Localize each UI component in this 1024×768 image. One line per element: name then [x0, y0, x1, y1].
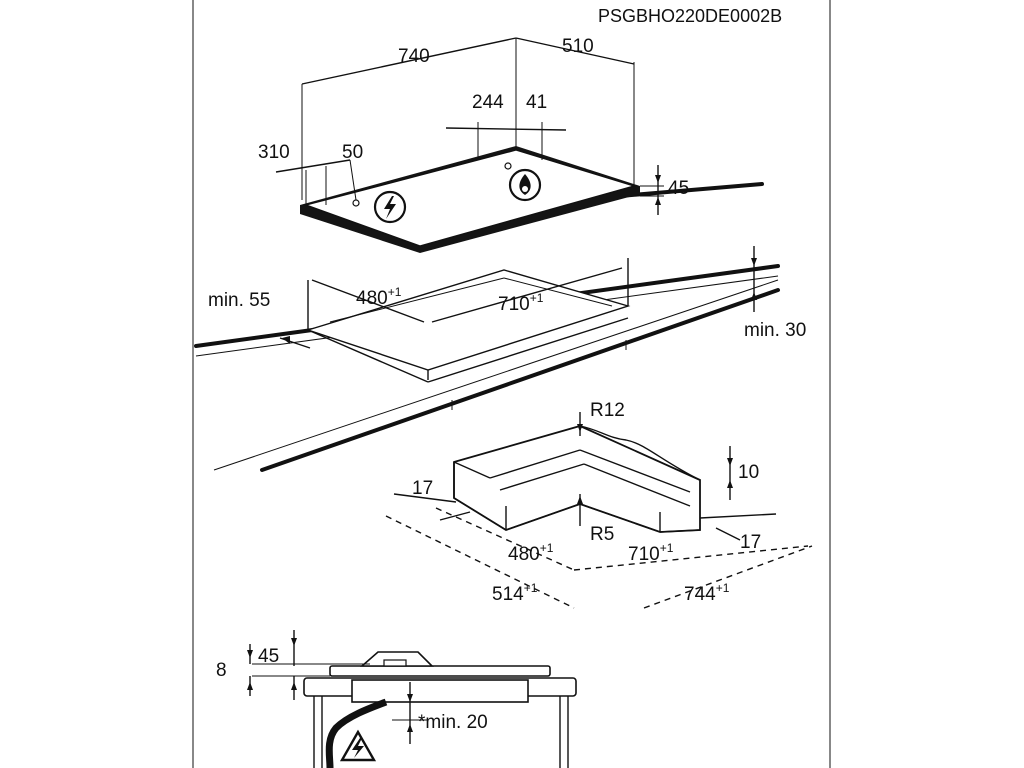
countertop-line-top [618, 182, 764, 198]
dim-244-label: 244 [472, 92, 504, 113]
dim-45-label: 45 [668, 178, 689, 199]
frame-height-label: 10 [738, 462, 759, 483]
frame-border-right-label: 17 [740, 532, 761, 553]
section-glass-label: 8 [216, 660, 227, 681]
cutout-view: 480+1 710+1 min. 55 min. 30 [194, 246, 806, 472]
dim-740-label: 740 [398, 46, 430, 67]
frame-inner-depth-label: 480+1 [508, 541, 554, 565]
frame-outer-width-label: 744+1 [684, 581, 730, 605]
section-view: 45 8 *min. 20 [216, 630, 577, 768]
cutout-width-label: 710+1 [498, 291, 544, 315]
gas-flame-icon [508, 168, 542, 202]
dim-740-line [301, 37, 517, 85]
electric-hazard-warning-icon [339, 729, 377, 762]
frame-border-left-label: 17 [412, 478, 433, 499]
hob-view: 740 510 244 41 310 50 45 [258, 36, 764, 253]
cutout-depth-label: 480+1 [356, 285, 402, 309]
section-top-height-label: 45 [258, 646, 279, 667]
frame-outer-depth-label: 514+1 [492, 581, 538, 605]
frame-view: R12 R5 10 17 17 480+1 710+1 514+1 744+1 [385, 400, 813, 609]
dim-510-label: 510 [562, 36, 594, 57]
frame-r5-label: R5 [590, 524, 614, 545]
frame-inner-width-label: 710+1 [628, 541, 674, 565]
dim-310-label: 310 [258, 142, 290, 163]
dim-50-label: 50 [342, 142, 363, 163]
cutout-front-min-label: min. 55 [208, 290, 270, 311]
dim-510-line [515, 37, 635, 65]
frame-r12-label: R12 [590, 400, 625, 421]
doc-code: PSGBHO220DE0002B [598, 6, 782, 26]
cutout-rear-min-label: min. 30 [744, 320, 806, 341]
electric-connection-icon [373, 190, 407, 224]
section-clearance-label: *min. 20 [418, 712, 488, 733]
dim-41-label: 41 [526, 92, 547, 113]
